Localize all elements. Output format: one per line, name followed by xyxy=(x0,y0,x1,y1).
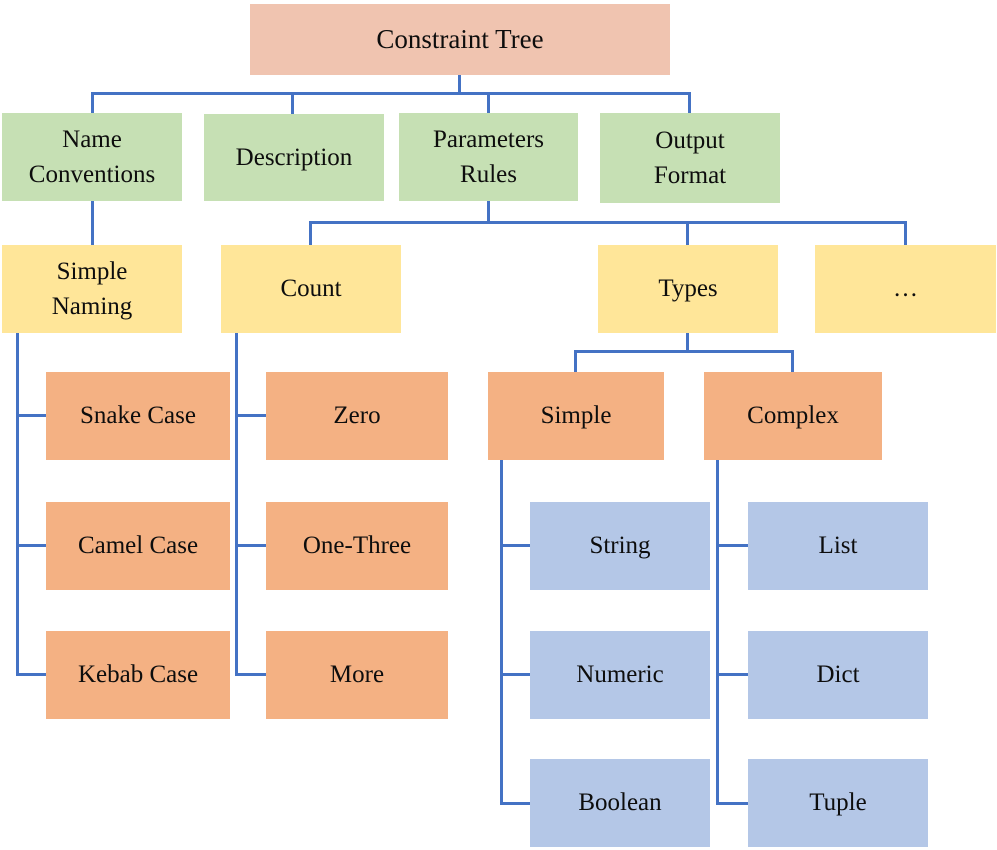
node-snake-case: Snake Case xyxy=(46,372,230,460)
edge-stub-list xyxy=(716,544,748,547)
edge-stub-dict xyxy=(716,673,748,676)
edge-drop-name-conventions xyxy=(91,92,94,114)
edge-drop-simple xyxy=(574,350,577,372)
edge-drop-output-format xyxy=(688,92,691,114)
edge-paramrules-drop xyxy=(487,201,490,223)
node-more: More xyxy=(266,631,448,719)
node-complex: Complex xyxy=(704,372,882,460)
edge-drop-parameters-rules xyxy=(487,92,490,114)
node-simple-naming: Simple Naming xyxy=(2,245,182,333)
edge-types-hbar xyxy=(574,350,794,353)
node-camel-case: Camel Case xyxy=(46,502,230,590)
edge-count-descender xyxy=(235,333,238,676)
node-zero: Zero xyxy=(266,372,448,460)
edge-drop-ellipsis xyxy=(904,221,907,245)
node-boolean: Boolean xyxy=(530,759,710,847)
edge-level3-hbar xyxy=(309,221,907,224)
edge-stub-numeric xyxy=(500,673,530,676)
node-types: Types xyxy=(598,245,778,333)
node-simple: Simple xyxy=(488,372,664,460)
node-kebab-case: Kebab Case xyxy=(46,631,230,719)
edge-stub-tuple xyxy=(716,802,748,805)
node-description: Description xyxy=(204,114,384,201)
node-parameters-rules: Parameters Rules xyxy=(399,113,578,201)
node-output-format: Output Format xyxy=(600,113,780,203)
edge-drop-complex xyxy=(791,350,794,372)
edge-stub-snake-case xyxy=(16,414,46,417)
node-string: String xyxy=(530,502,710,590)
edge-simplenaming-descender xyxy=(16,333,19,676)
node-count: Count xyxy=(221,245,401,333)
edge-nameconv-to-simplenaming xyxy=(91,201,94,245)
edge-stub-kebab-case xyxy=(16,673,46,676)
edge-root-drop xyxy=(458,75,461,93)
edge-stub-string xyxy=(500,544,530,547)
edge-stub-more xyxy=(235,673,266,676)
node-name-conventions: Name Conventions xyxy=(2,113,182,201)
edge-drop-types xyxy=(686,221,689,245)
node-tuple: Tuple xyxy=(748,759,928,847)
edge-simple-descender xyxy=(500,460,503,805)
edge-stub-camel-case xyxy=(16,544,46,547)
node-constraint-tree: Constraint Tree xyxy=(250,4,670,75)
node-numeric: Numeric xyxy=(530,631,710,719)
edge-drop-description xyxy=(291,92,294,114)
edge-complex-descender xyxy=(716,460,719,805)
node-dict: Dict xyxy=(748,631,928,719)
edge-stub-one-three xyxy=(235,544,266,547)
edge-level2-hbar xyxy=(91,92,691,95)
edge-drop-count xyxy=(309,221,312,245)
edge-stub-boolean xyxy=(500,802,530,805)
edge-stub-zero xyxy=(235,414,266,417)
node-list: List xyxy=(748,502,928,590)
node-one-three: One-Three xyxy=(266,502,448,590)
edge-types-drop xyxy=(686,333,689,351)
node-ellipsis: … xyxy=(815,245,996,333)
